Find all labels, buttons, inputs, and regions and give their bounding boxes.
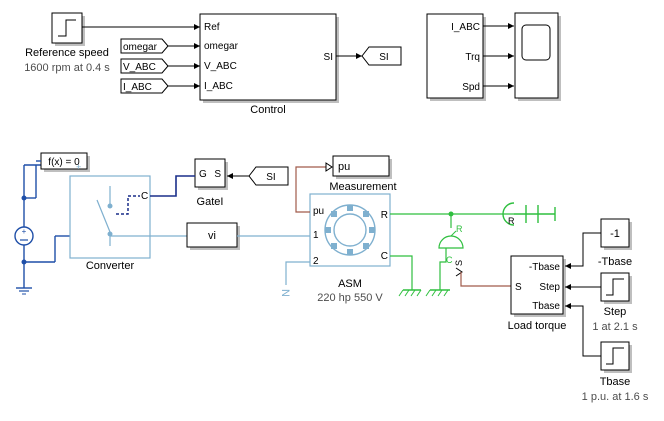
svg-text:SI: SI bbox=[324, 52, 333, 63]
svg-text:+: + bbox=[22, 227, 27, 236]
svg-text:f(x) = 0: f(x) = 0 bbox=[48, 157, 80, 168]
svg-text:C: C bbox=[446, 255, 453, 265]
svg-text:R: R bbox=[508, 216, 515, 226]
load-torque-block[interactable]: -Tbase Step Tbase S bbox=[510, 255, 566, 317]
neg-tbase-caption: -Tbase bbox=[598, 256, 632, 268]
vi-measurement-block[interactable]: vi bbox=[186, 222, 240, 250]
reference-speed-block[interactable] bbox=[51, 12, 85, 46]
svg-text:Ref: Ref bbox=[204, 22, 220, 33]
svg-text:-1: -1 bbox=[610, 228, 620, 240]
from-tag-si[interactable]: SI bbox=[248, 166, 289, 186]
scope-block[interactable] bbox=[514, 12, 561, 101]
neutral-icon: N bbox=[279, 289, 291, 297]
step-sub: 1 at 2.1 s bbox=[592, 321, 638, 333]
svg-text:2: 2 bbox=[313, 256, 319, 267]
pu-signal[interactable] bbox=[295, 166, 330, 213]
neg-tbase-block[interactable]: -1 bbox=[600, 218, 632, 250]
ground-icon bbox=[16, 283, 32, 295]
svg-text:C: C bbox=[381, 251, 388, 262]
measurement-block[interactable]: pu bbox=[332, 155, 392, 179]
svg-text:I_ABC: I_ABC bbox=[123, 82, 152, 93]
from-tag-omegar[interactable]: omegar bbox=[120, 38, 169, 54]
svg-text:pu: pu bbox=[338, 161, 350, 173]
asm-block[interactable]: pu 1 2 R C bbox=[309, 193, 391, 267]
tbase-sub: 1 p.u. at 1.6 s bbox=[582, 391, 649, 403]
reference-speed-caption: Reference speed bbox=[25, 47, 109, 59]
svg-text:V_ABC: V_ABC bbox=[204, 61, 237, 72]
step-block[interactable] bbox=[600, 272, 632, 304]
goto-tag-si[interactable]: SI bbox=[361, 46, 402, 66]
asm-caption: ASM bbox=[338, 278, 362, 290]
svg-text:Step: Step bbox=[539, 282, 560, 293]
signal-tbase[interactable] bbox=[565, 303, 601, 357]
step-caption: Step bbox=[604, 306, 627, 318]
measurement-bus-block[interactable]: I_ABC Trq Spd bbox=[426, 13, 486, 101]
svg-text:V_ABC: V_ABC bbox=[123, 62, 156, 73]
from-tag-v-abc[interactable]: V_ABC bbox=[120, 58, 169, 74]
signal-neg-tbase[interactable] bbox=[565, 232, 601, 269]
svg-text:C: C bbox=[141, 191, 148, 202]
svg-text:1: 1 bbox=[313, 230, 319, 241]
svg-text:Trq: Trq bbox=[465, 52, 480, 63]
from-tag-i-abc[interactable]: I_ABC bbox=[120, 78, 169, 94]
control-caption: Control bbox=[250, 104, 285, 116]
reference-speed-sub: 1600 rpm at 0.4 s bbox=[24, 62, 110, 74]
tbase-caption: Tbase bbox=[600, 376, 631, 388]
svg-text:S: S bbox=[454, 260, 464, 266]
speed-sensor-block[interactable]: C R S bbox=[438, 224, 464, 266]
svg-text:Tbase: Tbase bbox=[532, 301, 560, 312]
svg-text:S: S bbox=[515, 282, 522, 293]
gatei-caption: GateI bbox=[197, 196, 224, 208]
svg-text:omegar: omegar bbox=[123, 42, 158, 53]
scope-screen-icon bbox=[521, 24, 551, 61]
measurement-caption: Measurement bbox=[329, 181, 396, 193]
svg-text:omegar: omegar bbox=[204, 41, 239, 52]
svg-text:G: G bbox=[199, 169, 207, 180]
svg-text:SI: SI bbox=[266, 172, 275, 183]
svg-text:S: S bbox=[214, 169, 221, 180]
converter-caption: Converter bbox=[86, 260, 135, 272]
mech-ground-2 bbox=[425, 289, 450, 297]
svg-text:R: R bbox=[381, 210, 388, 221]
svg-text:-Tbase: -Tbase bbox=[529, 262, 561, 273]
svg-text:Spd: Spd bbox=[462, 82, 480, 93]
control-block[interactable]: Ref omegar V_ABC I_ABC SI bbox=[199, 13, 339, 103]
mech-ground-1 bbox=[398, 289, 422, 297]
svg-text:N: N bbox=[279, 289, 291, 297]
converter-block[interactable]: + C bbox=[69, 162, 151, 259]
svg-text:SI: SI bbox=[379, 52, 388, 63]
gate-signal[interactable] bbox=[150, 175, 195, 197]
speed-to-load-signal[interactable] bbox=[460, 272, 514, 287]
load-torque-caption: Load torque bbox=[508, 320, 567, 332]
svg-text:R: R bbox=[456, 224, 463, 234]
gatei-block[interactable]: G S bbox=[194, 158, 228, 190]
solver-config-block[interactable]: f(x) = 0 bbox=[40, 152, 90, 172]
svg-text:pu: pu bbox=[313, 206, 324, 217]
svg-text:I_ABC: I_ABC bbox=[451, 22, 480, 33]
inertia-icon[interactable]: R bbox=[502, 202, 556, 226]
asm-sub: 220 hp 550 V bbox=[317, 292, 383, 304]
svg-text:+: + bbox=[76, 162, 81, 172]
tbase-block[interactable] bbox=[600, 341, 632, 373]
svg-text:I_ABC: I_ABC bbox=[204, 81, 233, 92]
step-icon bbox=[58, 19, 76, 37]
dc-voltage-source[interactable]: + bbox=[14, 226, 34, 246]
svg-text:vi: vi bbox=[208, 230, 216, 242]
